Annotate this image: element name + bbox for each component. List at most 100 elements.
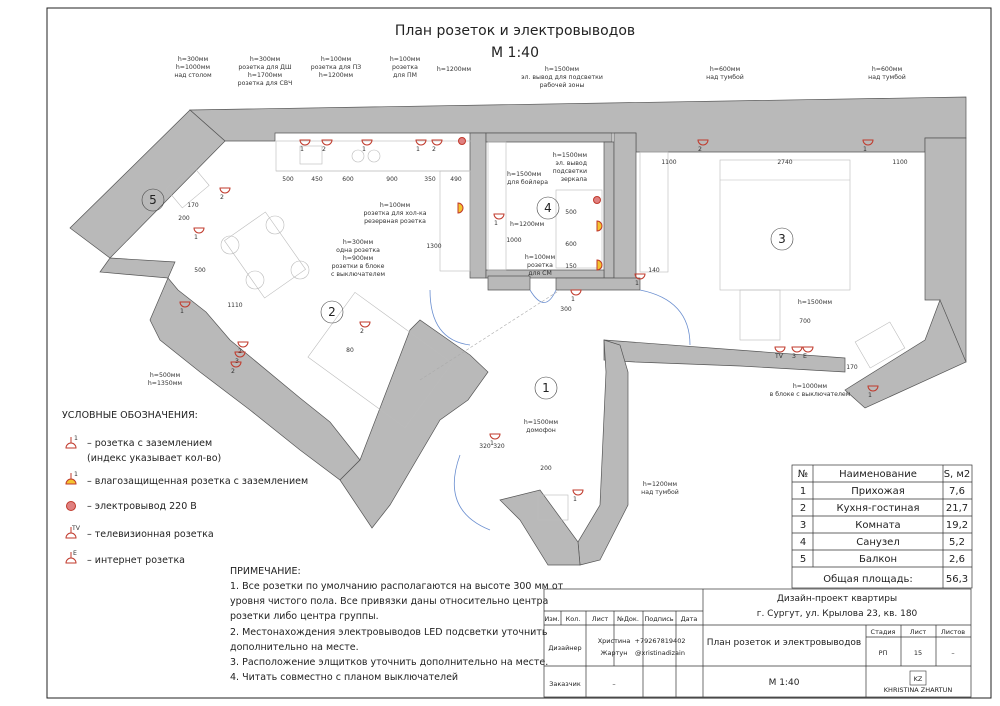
legend-item-socket-sub: (индекс указывает кол-во) <box>87 453 221 464</box>
note-line-6: 3. Расположение элщитков уточнить дополн… <box>230 657 548 668</box>
callout-text: подсветки <box>553 168 587 175</box>
svg-text:Балкон: Балкон <box>859 554 897 565</box>
callout-text: h=1000мм <box>176 64 211 71</box>
callout-text: h=1200мм <box>437 66 472 73</box>
outlet-220-icon <box>458 137 466 145</box>
svg-text:19,2: 19,2 <box>946 520 968 531</box>
svg-text:1: 1 <box>573 496 577 503</box>
title-block <box>543 588 972 698</box>
svg-text:–: – <box>951 649 954 657</box>
svg-text:7,6: 7,6 <box>949 486 965 497</box>
callout-text: h=1200мм <box>510 221 545 228</box>
area-total-label: Общая площадь: <box>823 574 913 585</box>
dimension-label: 350 <box>424 176 436 183</box>
dimension-label: 320 <box>479 443 491 450</box>
svg-text:1: 1 <box>571 296 575 303</box>
callout-text: розетка для ПЗ <box>311 64 361 71</box>
title-scale: М 1:40 <box>769 678 800 688</box>
sheet-name: План розеток и электровыводов <box>707 638 861 648</box>
svg-text:3: 3 <box>792 353 796 360</box>
socket-icon: 3 <box>791 346 803 360</box>
svg-text:1: 1 <box>494 220 498 227</box>
callout-text: h=100мм <box>390 56 421 63</box>
callout-text: над тумбой <box>641 488 679 496</box>
callout-text: h=1500мм <box>798 299 833 306</box>
dimension-label: 600 <box>342 176 354 183</box>
callout-text: для ПМ <box>393 72 417 79</box>
socket-icon: TV <box>774 346 786 360</box>
area-col-no: № <box>798 469 808 480</box>
dimension-label: 170 <box>187 202 199 209</box>
door-bath <box>529 289 557 303</box>
room-number-1: 1 <box>542 381 550 395</box>
callout-text: h=1200мм <box>319 72 354 79</box>
socket-icon: 1 <box>415 139 427 153</box>
dimension-label: 1300 <box>426 243 441 250</box>
callout-text: розетка для СВЧ <box>238 80 293 87</box>
wall-room3-bottom <box>603 339 846 373</box>
svg-text:№Док.: №Док. <box>616 615 639 623</box>
svg-text:21,7: 21,7 <box>946 503 968 514</box>
wall-bath-right <box>603 141 615 279</box>
svg-text:E: E <box>73 550 77 557</box>
callout-text: h=900мм <box>343 255 374 262</box>
svg-text:2: 2 <box>322 146 326 153</box>
svg-text:Подпись: Подпись <box>644 615 673 623</box>
socket-icon: 1 <box>493 213 505 227</box>
svg-text:Прихожая: Прихожая <box>851 486 905 497</box>
dimension-label: 170 <box>846 364 858 371</box>
designer-name-1: Христина <box>598 637 631 645</box>
svg-text:Стадия: Стадия <box>871 628 896 636</box>
svg-text:Комната: Комната <box>855 520 900 531</box>
wall-corridor <box>613 132 637 286</box>
wet-socket-icon <box>457 202 464 214</box>
title-block-text: Дизайн-проект квартиры г. Сургут, ул. Кр… <box>544 594 965 694</box>
room-number-3: 3 <box>778 232 786 246</box>
wet-socket-icon <box>596 220 603 232</box>
wall-bath-top <box>485 132 613 143</box>
dimension-label: 490 <box>450 176 462 183</box>
svg-text:5,2: 5,2 <box>949 537 965 548</box>
callout-text: розетка <box>392 64 418 71</box>
callout-text: h=300мм <box>250 56 281 63</box>
area-table-text: № Наименование S, м2 1 Прихожая 7,6 2 Ку… <box>798 469 971 585</box>
socket-icon: 1 <box>634 273 646 287</box>
callout-text: h=500мм <box>150 372 181 379</box>
dimension-label: 600 <box>565 241 577 248</box>
callout-text: розетки в блоке <box>332 262 385 270</box>
note-line-2: уровня чистого пола. Все привязки даны о… <box>230 596 548 607</box>
kitchen-counter <box>275 140 472 172</box>
svg-text:1: 1 <box>194 234 198 241</box>
legend-item-tv-socket: – телевизионная розетка <box>87 529 214 540</box>
callout-text: h=1500мм <box>524 419 559 426</box>
callout-text: h=1500мм <box>507 171 542 178</box>
legend-internet-socket-icon: E <box>65 550 77 564</box>
callout-text: с выключателем <box>331 271 385 278</box>
wall-balcony-left <box>69 109 226 259</box>
plan-title: План розеток и электровыводов <box>395 23 635 39</box>
note-line-1: 1. Все розетки по умолчанию располагаютс… <box>230 581 564 592</box>
callout-text: розетка <box>527 262 553 269</box>
wall-living-bottom <box>339 319 489 529</box>
customer-role: Заказчик <box>549 680 581 688</box>
dimension-label: 300 <box>560 306 572 313</box>
dimension-label: 700 <box>799 318 811 325</box>
callout-text: над тумбой <box>868 73 906 81</box>
note-line-7: 4. Читать совместно с планом выключателе… <box>230 672 458 683</box>
svg-text:Лист: Лист <box>910 628 927 636</box>
legend-item-outlet-220: – электровывод 220 В <box>87 501 197 512</box>
callout-text: розетка для хол-ка <box>364 210 427 217</box>
socket-icon: 2 <box>321 139 333 153</box>
svg-text:РП: РП <box>879 649 888 657</box>
socket-icon: 2 <box>697 139 709 153</box>
legend-wet-socket-icon: 1 <box>65 471 78 485</box>
wall-entry-bottom <box>499 489 581 566</box>
callout-text: h=300мм <box>178 56 209 63</box>
callout-text: h=1000мм <box>793 383 828 390</box>
logo-icon: KZ KHRISTINA ZHARTUN <box>884 670 952 694</box>
socket-icon: 1 <box>867 385 879 399</box>
svg-text:2: 2 <box>698 146 702 153</box>
